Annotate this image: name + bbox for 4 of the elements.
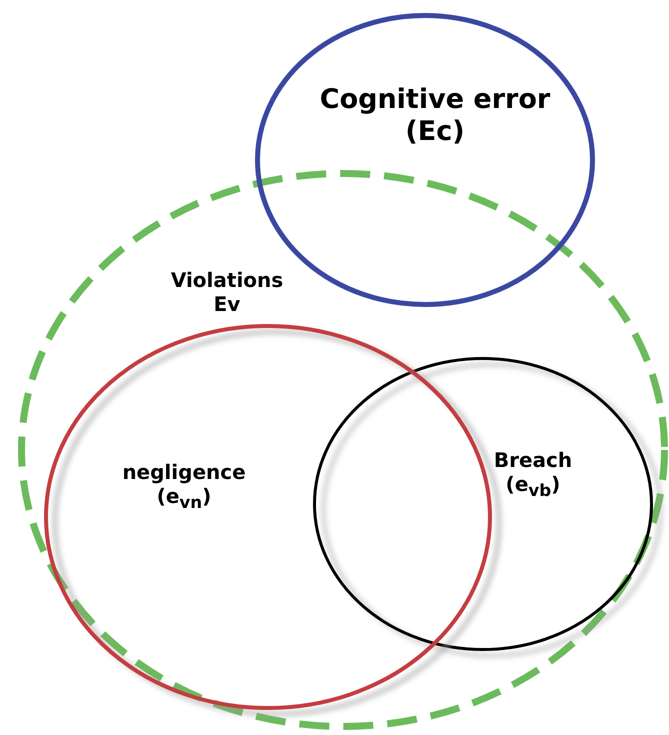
set-label: Breach (e$_{vb}$) xyxy=(492,448,574,501)
set-label: negligence (e$_{vn}$) xyxy=(121,460,247,513)
set-label: Violations Ev xyxy=(170,268,284,316)
set-label: Cognitive error (Ec) xyxy=(318,84,552,149)
